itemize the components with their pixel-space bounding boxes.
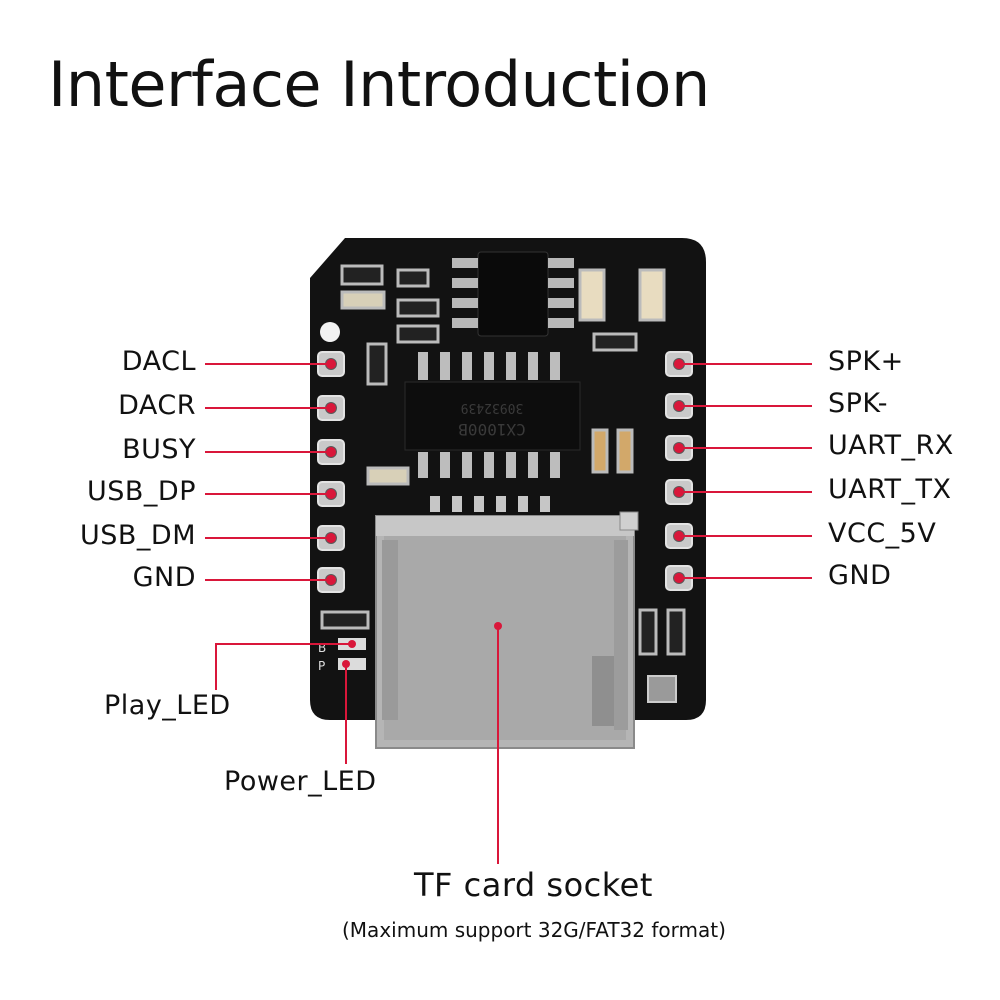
- pin-label-usb-dm: USB_DM: [79, 520, 196, 551]
- pin-label-spk-minus: SPK-: [828, 388, 889, 419]
- main-chip: CX1000B 30932439: [404, 352, 581, 478]
- pin-label-gnd-left: GND: [132, 562, 196, 593]
- led-callout-lines: [215, 643, 352, 764]
- svg-text:P: P: [318, 659, 325, 673]
- right-callout-lines: [674, 359, 812, 583]
- pin-label-dacl: DACL: [121, 346, 196, 377]
- pin-label-uart-tx: UART_TX: [828, 474, 952, 505]
- pin-label-dacr: DACR: [118, 390, 196, 421]
- mounting-hole: [320, 322, 340, 342]
- pin-label-usb-dp: USB_DP: [87, 476, 196, 507]
- page-title: Interface Introduction: [48, 48, 710, 121]
- left-callout-lines: [205, 359, 336, 585]
- top-chip: [452, 251, 574, 337]
- svg-text:B: B: [318, 641, 326, 655]
- smd-components: [320, 264, 686, 703]
- play-led-label: Play_LED: [104, 690, 231, 721]
- pin-label-uart-rx: UART_RX: [828, 430, 954, 461]
- tf-card-socket: [375, 511, 639, 749]
- tf-socket-label: TF card socket: [414, 866, 653, 904]
- pin-label-vcc-5v: VCC_5V: [828, 518, 937, 549]
- power-led-label: Power_LED: [224, 766, 377, 797]
- chip-marking-line2: 30932439: [461, 400, 524, 415]
- tf-socket-note: (Maximum support 32G/FAT32 format): [342, 918, 726, 942]
- chip-marking-line1: CX1000B: [458, 420, 525, 439]
- pin-label-spk-plus: SPK+: [828, 346, 904, 377]
- pin-label-gnd-right: GND: [828, 560, 892, 591]
- pin-label-busy: BUSY: [122, 434, 196, 465]
- tf-contact-pads: [430, 496, 550, 512]
